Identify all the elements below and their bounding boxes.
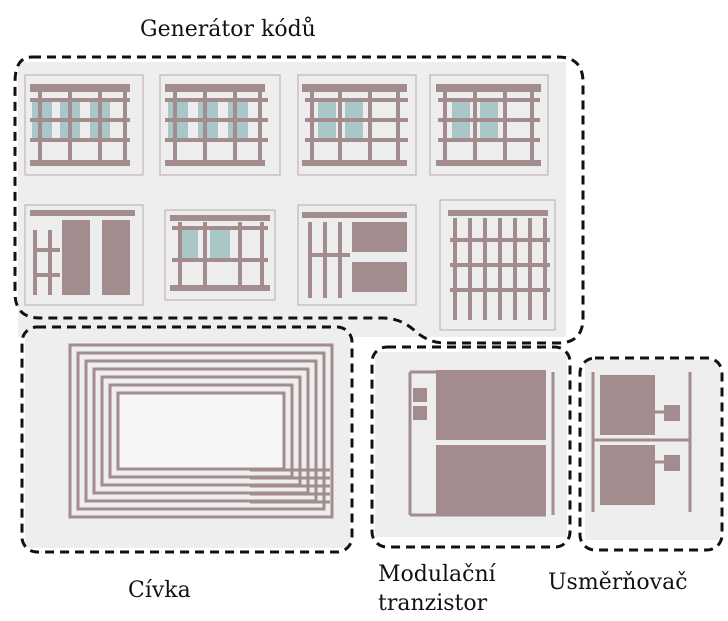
logic-cell [440, 200, 555, 330]
transistor-label-line2: tranzistor [378, 591, 487, 617]
logic-cell [298, 75, 416, 175]
transistor-layout [375, 352, 567, 537]
logic-cell [298, 205, 416, 305]
rectifier-label: Usměrňovač [548, 570, 688, 596]
generator-label: Generátor kódů [140, 17, 316, 43]
logic-cell [165, 210, 275, 300]
coil-layout [25, 330, 350, 548]
coil-label: Cívka [128, 578, 191, 604]
logic-cell [25, 205, 143, 305]
logic-cell [430, 75, 548, 175]
transistor-label-line1: Modulační [378, 562, 496, 588]
code-generator-layout [18, 62, 566, 337]
rectifier-layout [585, 360, 720, 540]
logic-cell [25, 75, 143, 175]
logic-cell [160, 75, 280, 175]
